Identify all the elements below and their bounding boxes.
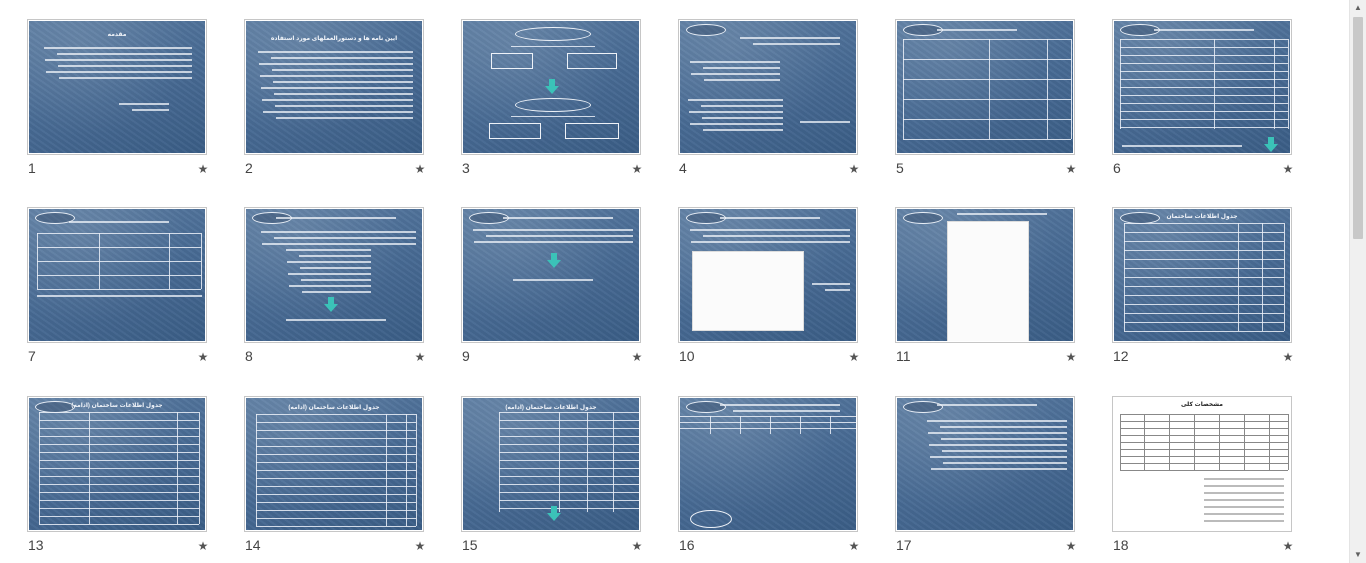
star-icon[interactable]: ★: [1282, 539, 1294, 553]
slide-thumbnail[interactable]: [895, 396, 1075, 532]
slide-title: مشخصات کلی: [1180, 402, 1223, 408]
slide-preview: [29, 209, 205, 341]
slide-preview: [463, 21, 639, 153]
slide-preview: [246, 209, 422, 341]
slide-number: 10: [679, 348, 695, 364]
star-icon[interactable]: ★: [1282, 162, 1294, 176]
slide-number: 12: [1113, 348, 1129, 364]
slide-preview: جدول اطلاعات ساختمان: [1114, 209, 1290, 341]
slide-preview: [680, 398, 856, 530]
slide-title: جدول اطلاعات ساختمان: [1166, 214, 1238, 220]
slide-thumbnail[interactable]: [461, 19, 641, 155]
slide-preview: [897, 21, 1073, 153]
slide-number: 7: [28, 348, 36, 364]
slide-preview: [680, 209, 856, 341]
slide-preview: جدول اطلاعات ساختمان (ادامه): [463, 398, 639, 530]
slide-thumbnail[interactable]: جدول اطلاعات ساختمان (ادامه): [27, 396, 207, 532]
scroll-thumb[interactable]: [1353, 17, 1363, 239]
slide-number: 8: [245, 348, 253, 364]
slide-thumbnail[interactable]: [895, 19, 1075, 155]
slide-number: 5: [896, 160, 904, 176]
slide-preview: [463, 209, 639, 341]
slide-thumbnail[interactable]: [1112, 19, 1292, 155]
slide-preview: [897, 398, 1073, 530]
chevron-up-icon[interactable]: ▲: [1354, 3, 1362, 12]
slide-thumbnail[interactable]: مشخصات کلی: [1112, 396, 1292, 532]
star-icon[interactable]: ★: [1065, 162, 1077, 176]
star-icon[interactable]: ★: [197, 350, 209, 364]
slide-preview: مشخصات کلی: [1114, 398, 1290, 530]
slide-thumbnail[interactable]: [244, 207, 424, 343]
star-icon[interactable]: ★: [414, 539, 426, 553]
star-icon[interactable]: ★: [1065, 539, 1077, 553]
star-icon[interactable]: ★: [1065, 350, 1077, 364]
slide-title: جدول اطلاعات ساختمان (ادامه): [71, 403, 163, 409]
slide-number: 13: [28, 537, 44, 553]
slide-title: جدول اطلاعات ساختمان (ادامه): [288, 405, 380, 411]
slide-thumbnail[interactable]: جدول اطلاعات ساختمان: [1112, 207, 1292, 343]
slide-title: مقدمه: [107, 32, 127, 38]
slide-number: 6: [1113, 160, 1121, 176]
star-icon[interactable]: ★: [414, 350, 426, 364]
slide-preview: [897, 209, 1073, 341]
slide-number: 2: [245, 160, 253, 176]
star-icon[interactable]: ★: [631, 162, 643, 176]
slide-number: 18: [1113, 537, 1129, 553]
slide-thumbnail[interactable]: [27, 207, 207, 343]
star-icon[interactable]: ★: [848, 350, 860, 364]
slide-preview: [1114, 21, 1290, 153]
slide-preview: آیین نامه ها و دستورالعملهای مورد استفاد…: [246, 21, 422, 153]
slide-number: 17: [896, 537, 912, 553]
slide-number: 3: [462, 160, 470, 176]
slide-preview: جدول اطلاعات ساختمان (ادامه): [246, 398, 422, 530]
slide-number: 15: [462, 537, 478, 553]
chevron-down-icon[interactable]: ▼: [1354, 550, 1362, 559]
star-icon[interactable]: ★: [414, 162, 426, 176]
slide-thumbnail[interactable]: [895, 207, 1075, 343]
slide-number: 16: [679, 537, 695, 553]
slide-thumbnail[interactable]: مقدمه: [27, 19, 207, 155]
vertical-scrollbar[interactable]: ▲ ▼: [1349, 0, 1366, 563]
slide-number: 11: [896, 348, 911, 364]
slide-preview: جدول اطلاعات ساختمان (ادامه): [29, 398, 205, 530]
slide-thumbnail[interactable]: جدول اطلاعات ساختمان (ادامه): [244, 396, 424, 532]
star-icon[interactable]: ★: [1282, 350, 1294, 364]
slide-thumbnail[interactable]: آیین نامه ها و دستورالعملهای مورد استفاد…: [244, 19, 424, 155]
star-icon[interactable]: ★: [197, 162, 209, 176]
star-icon[interactable]: ★: [631, 539, 643, 553]
slide-preview: مقدمه: [29, 21, 205, 153]
slide-number: 14: [245, 537, 261, 553]
slide-preview: [680, 21, 856, 153]
slide-thumbnail[interactable]: [678, 396, 858, 532]
star-icon[interactable]: ★: [848, 162, 860, 176]
star-icon[interactable]: ★: [848, 539, 860, 553]
slide-title: آیین نامه ها و دستورالعملهای مورد استفاد…: [270, 36, 398, 42]
slide-number: 9: [462, 348, 470, 364]
slide-number: 4: [679, 160, 687, 176]
star-icon[interactable]: ★: [631, 350, 643, 364]
slide-thumbnail[interactable]: [461, 207, 641, 343]
star-icon[interactable]: ★: [197, 539, 209, 553]
slide-number: 1: [28, 160, 36, 176]
slide-thumbnail[interactable]: [678, 19, 858, 155]
slide-thumbnail[interactable]: [678, 207, 858, 343]
slide-thumbnail[interactable]: جدول اطلاعات ساختمان (ادامه): [461, 396, 641, 532]
slide-title: جدول اطلاعات ساختمان (ادامه): [505, 405, 597, 411]
